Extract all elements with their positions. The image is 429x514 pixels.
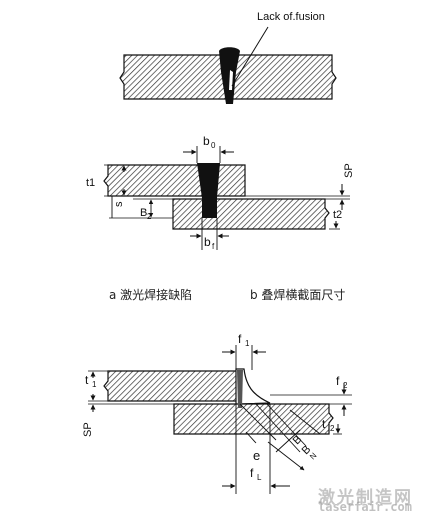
figure-a-butt-weld: Lack of.fusion bbox=[119, 11, 337, 104]
dim-fl-label: f bbox=[250, 466, 254, 480]
dim-bf-sub: f bbox=[212, 242, 215, 251]
fillet-weld bbox=[235, 368, 271, 405]
dim-bn-sub: N bbox=[308, 451, 319, 462]
dim-f1-sub: 1 bbox=[245, 339, 250, 348]
dim-b2-sub: 2 bbox=[147, 212, 152, 221]
watermark-url: laserfair.com bbox=[318, 500, 412, 514]
figure-c-fillet-weld: f 1 f 2 t 1 SP t 2 B B N e bbox=[82, 332, 352, 494]
dim-b2-label: B bbox=[140, 207, 147, 219]
annotation-leader-a bbox=[231, 26, 269, 87]
weld-nugget-c bbox=[237, 370, 243, 408]
bottom-plate-c bbox=[173, 403, 334, 435]
weld-bead-a bbox=[219, 47, 240, 104]
dim-b0-label: b bbox=[203, 134, 210, 148]
top-plate-b bbox=[103, 164, 246, 197]
lack-of-fusion-label: Lack of.fusion bbox=[257, 11, 325, 23]
dim-f2-sub: 2 bbox=[343, 381, 348, 390]
top-plate-c bbox=[103, 370, 245, 402]
dim-e-label: e bbox=[253, 448, 260, 463]
lack-of-fusion-void bbox=[229, 70, 233, 90]
dim-b0-sub: 0 bbox=[211, 141, 216, 150]
dim-fl-sub: L bbox=[257, 473, 262, 482]
dim-s-label: s bbox=[113, 201, 125, 207]
caption-b: b 叠焊横截面尺寸 bbox=[250, 288, 346, 302]
watermark-text: 激光制造网 bbox=[318, 488, 413, 508]
dim-t2-label: t2 bbox=[333, 209, 342, 221]
dim-t1c-label: t bbox=[85, 373, 89, 387]
dim-sp-label: SP bbox=[343, 163, 355, 178]
dim-t2c-label: t bbox=[322, 417, 326, 431]
dim-f2-label: f bbox=[336, 374, 340, 388]
dim-t2c-sub: 2 bbox=[330, 424, 335, 433]
dim-t1c-sub: 1 bbox=[92, 380, 97, 389]
dim-sp-c-label: SP bbox=[82, 422, 94, 437]
figure-b-lap-weld: b 0 b f t1 s B 2 SP t2 bbox=[86, 134, 355, 251]
caption-a: a 激光焊接缺陷 bbox=[109, 288, 193, 302]
bottom-plate-b bbox=[172, 198, 330, 230]
dim-f1-label: f bbox=[238, 332, 242, 346]
weld-bead-b bbox=[197, 163, 220, 218]
dim-t1-label: t1 bbox=[86, 177, 95, 189]
dim-bf-label: b bbox=[204, 235, 211, 249]
